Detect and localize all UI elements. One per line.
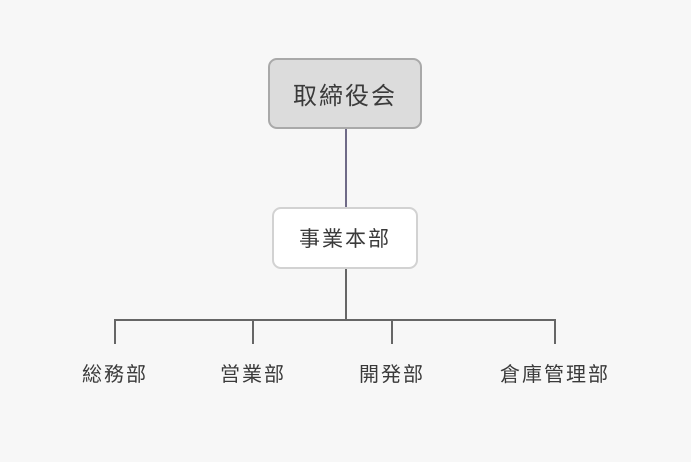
department-warehouse-management: 倉庫管理部	[475, 357, 635, 387]
department-label: 倉庫管理部	[500, 361, 610, 386]
department-development: 開発部	[312, 357, 472, 387]
department-sales: 営業部	[173, 357, 333, 387]
business-headquarters-label: 事業本部	[299, 227, 391, 251]
department-label: 開発部	[359, 361, 425, 386]
department-general-affairs: 総務部	[35, 357, 195, 387]
business-headquarters-node: 事業本部	[272, 207, 418, 269]
board-of-directors-label: 取締役会	[293, 82, 397, 110]
department-label: 営業部	[220, 361, 286, 386]
board-of-directors-node: 取締役会	[268, 58, 422, 129]
department-label: 総務部	[82, 361, 148, 386]
